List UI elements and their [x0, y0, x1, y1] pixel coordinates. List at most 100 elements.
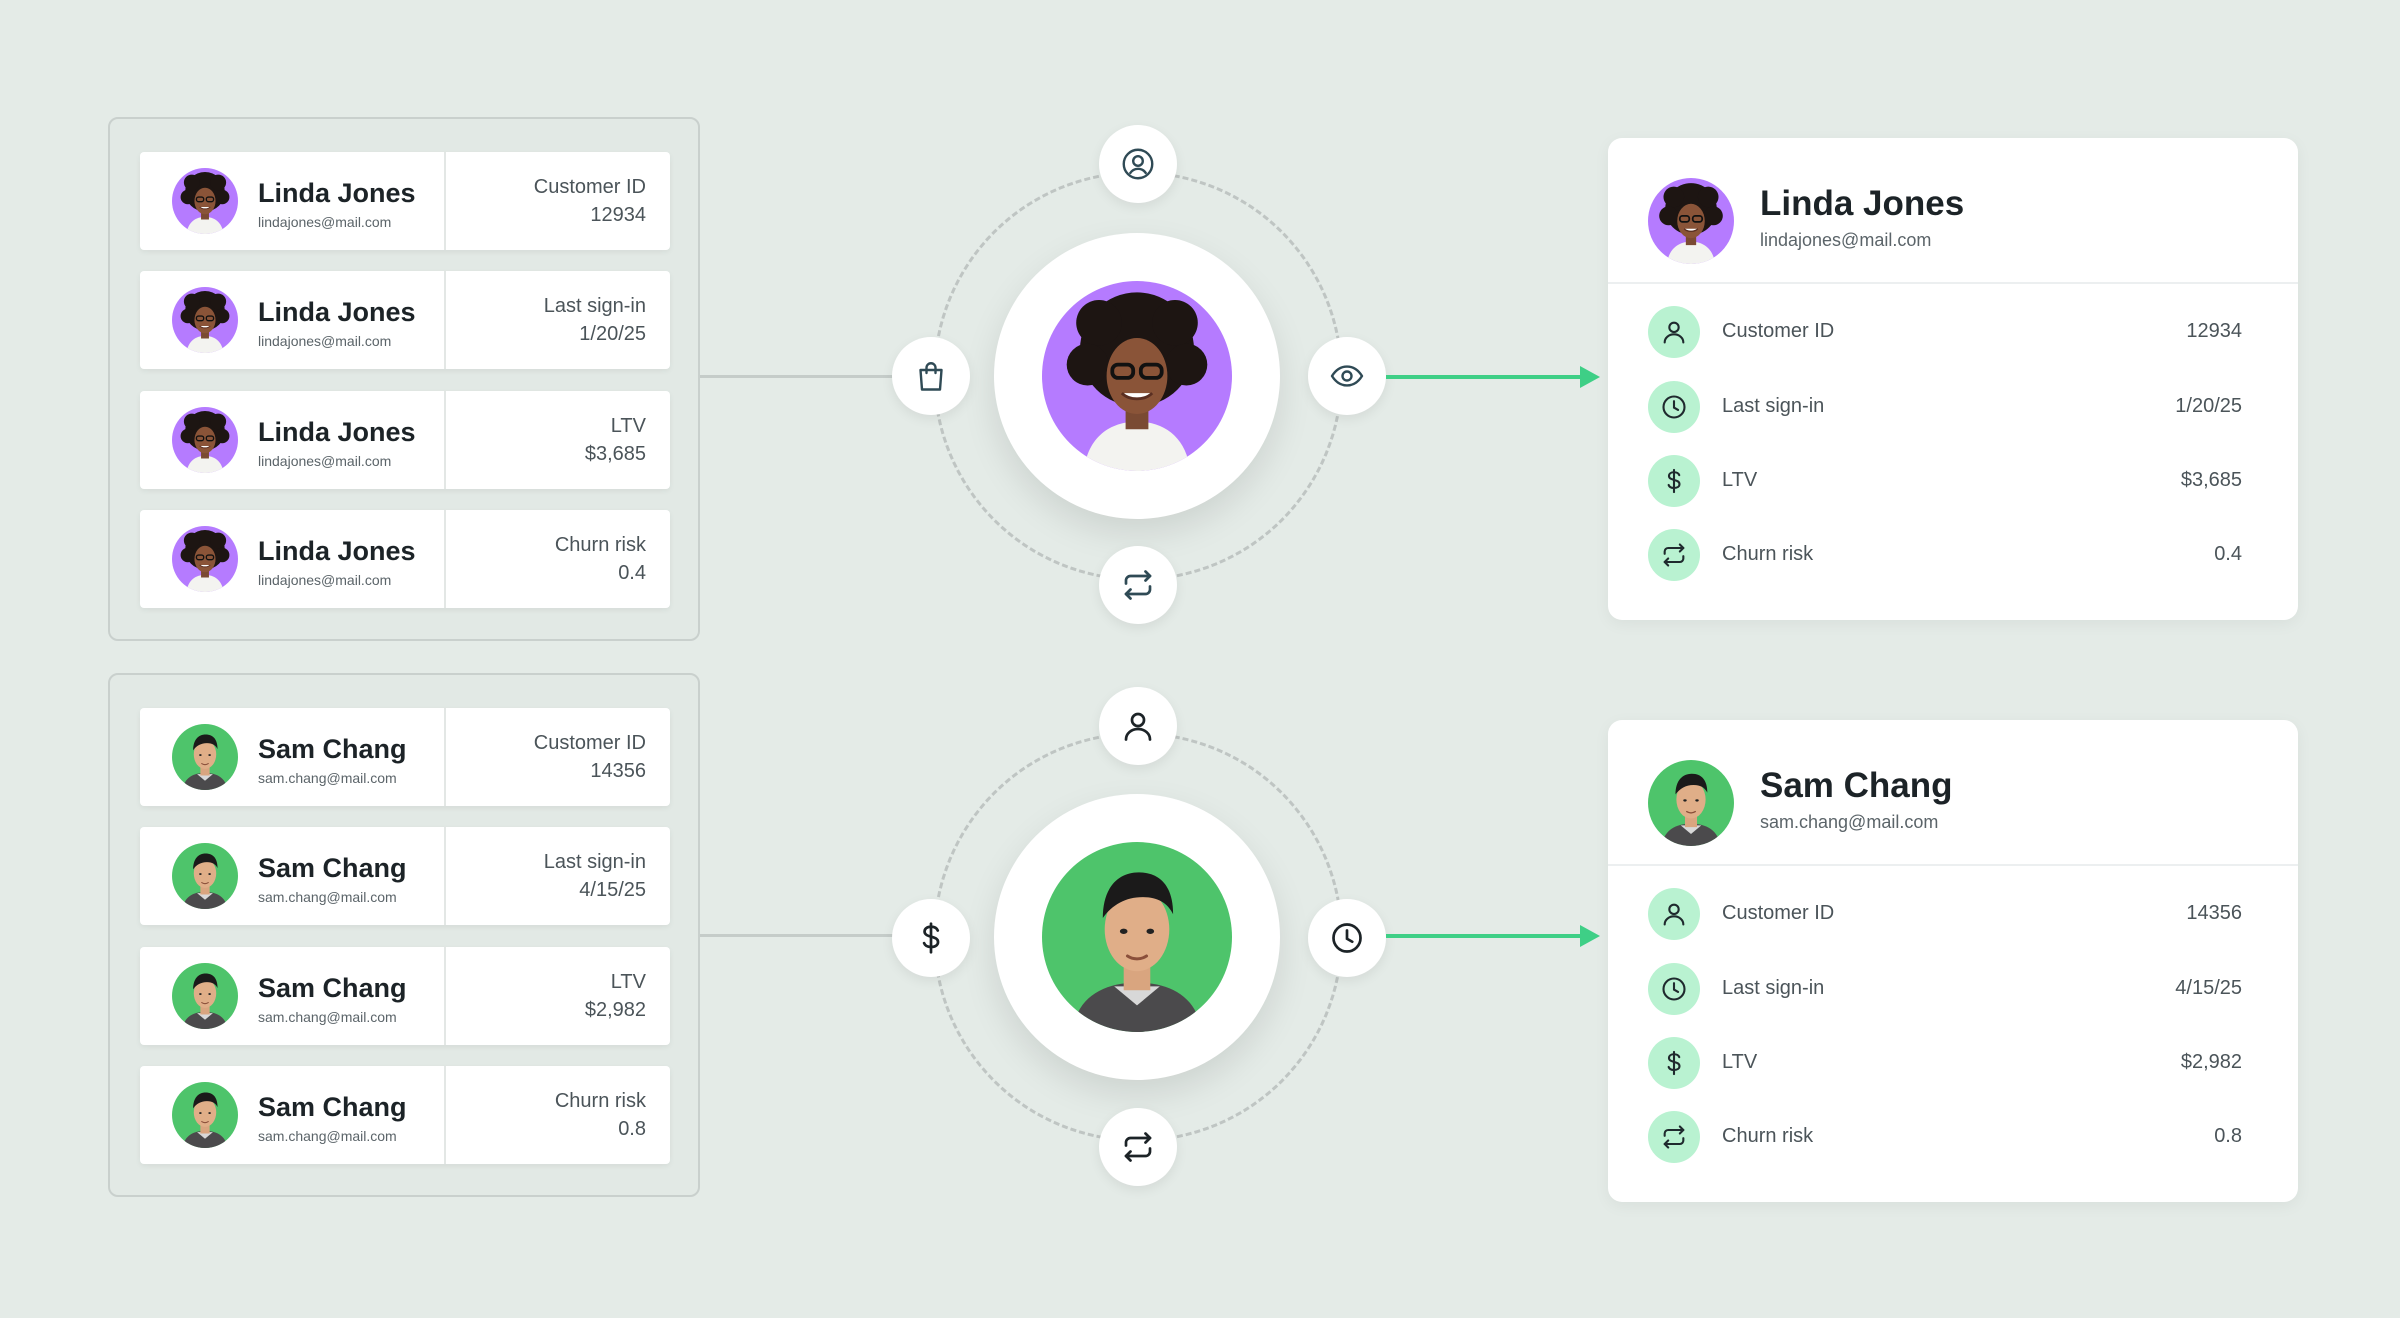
- record-identity: Linda Jones lindajones@mail.com: [140, 510, 446, 608]
- stat-value: 14356: [2186, 902, 2242, 924]
- eye-icon[interactable]: [1308, 337, 1386, 415]
- record-name: Linda Jones: [258, 417, 416, 447]
- record-label: Last sign-in: [543, 851, 646, 873]
- linda-profile-hub: [994, 233, 1280, 519]
- stat-label: Last sign-in: [1722, 977, 1825, 999]
- linda-record-churn-risk[interactable]: Linda Jones lindajones@mail.com Churn ri…: [140, 510, 670, 608]
- stat-label: LTV: [1722, 1051, 1758, 1073]
- linda-record-ltv[interactable]: Linda Jones lindajones@mail.com LTV $3,6…: [140, 391, 670, 489]
- record-value: 12934: [590, 204, 646, 226]
- record-identity: Sam Chang sam.chang@mail.com: [140, 827, 446, 925]
- record-email: lindajones@mail.com: [258, 572, 392, 588]
- stat-customer-id: Customer ID 14356: [1648, 888, 2242, 940]
- stat-customer-id: Customer ID 12934: [1648, 306, 2242, 358]
- sam-output-arrow: [1386, 925, 1600, 947]
- stat-label: Customer ID: [1722, 320, 1835, 342]
- card-email: lindajones@mail.com: [1760, 230, 1932, 250]
- sam-avatar: [1042, 842, 1232, 1032]
- stat-label: Last sign-in: [1722, 395, 1825, 417]
- stat-value: 0.8: [2214, 1125, 2242, 1147]
- record-identity: Linda Jones lindajones@mail.com: [140, 152, 446, 250]
- record-name: Linda Jones: [258, 178, 416, 208]
- record-identity: Linda Jones lindajones@mail.com: [140, 391, 446, 489]
- record-email: lindajones@mail.com: [258, 333, 392, 349]
- record-identity: Sam Chang sam.chang@mail.com: [140, 947, 446, 1045]
- stat-last-sign-in: Last sign-in 4/15/25: [1648, 963, 2242, 1015]
- card-email: sam.chang@mail.com: [1760, 812, 1939, 832]
- user-circle-icon[interactable]: [1099, 125, 1177, 203]
- avatar: [172, 843, 238, 909]
- repeat-icon[interactable]: [1099, 1108, 1177, 1186]
- repeat-icon: [1648, 1111, 1700, 1163]
- record-label: Churn risk: [554, 1090, 646, 1112]
- repeat-icon: [1648, 529, 1700, 581]
- record-identity: Sam Chang sam.chang@mail.com: [140, 708, 446, 806]
- card-divider: [1608, 282, 2298, 284]
- dollar-icon: [1648, 455, 1700, 507]
- avatar: [172, 407, 238, 473]
- card-divider: [1608, 864, 2298, 866]
- record-name: Sam Chang: [258, 1092, 407, 1122]
- record-label: Customer ID: [533, 176, 646, 198]
- record-label: Last sign-in: [543, 295, 646, 317]
- linda-record-customer-id[interactable]: Linda Jones lindajones@mail.com Customer…: [140, 152, 670, 250]
- stat-value: 12934: [2186, 320, 2242, 342]
- linda-record-group: Linda Jones lindajones@mail.com Customer…: [108, 117, 700, 641]
- stat-ltv: LTV $2,982: [1648, 1037, 2242, 1089]
- user-icon[interactable]: [1099, 687, 1177, 765]
- record-label: Churn risk: [554, 534, 646, 556]
- record-name: Sam Chang: [258, 973, 407, 1003]
- clock-icon: [1648, 963, 1700, 1015]
- linda-output-arrow: [1386, 366, 1600, 388]
- linda-connector-line: [700, 375, 894, 378]
- record-value: $2,982: [584, 999, 646, 1021]
- record-name: Sam Chang: [258, 734, 407, 764]
- card-name: Sam Chang: [1760, 766, 1953, 805]
- sam-connector-line: [700, 934, 894, 937]
- avatar: [1648, 760, 1734, 846]
- record-label: LTV: [610, 971, 646, 993]
- sam-record-churn-risk[interactable]: Sam Chang sam.chang@mail.com Churn risk …: [140, 1066, 670, 1164]
- sam-record-ltv[interactable]: Sam Chang sam.chang@mail.com LTV $2,982: [140, 947, 670, 1045]
- stat-value: $2,982: [2180, 1051, 2242, 1073]
- record-email: sam.chang@mail.com: [258, 1128, 397, 1144]
- record-email: sam.chang@mail.com: [258, 889, 397, 905]
- record-identity: Linda Jones lindajones@mail.com: [140, 271, 446, 369]
- stat-value: 4/15/25: [2175, 977, 2242, 999]
- sam-profile-card: Sam Chang sam.chang@mail.com Customer ID…: [1608, 720, 2298, 1202]
- record-name: Sam Chang: [258, 853, 407, 883]
- stat-value: 1/20/25: [2175, 395, 2242, 417]
- avatar: [1648, 178, 1734, 264]
- record-value: $3,685: [584, 443, 646, 465]
- linda-profile-card: Linda Jones lindajones@mail.com Customer…: [1608, 138, 2298, 620]
- stat-last-sign-in: Last sign-in 1/20/25: [1648, 381, 2242, 433]
- record-email: lindajones@mail.com: [258, 453, 392, 469]
- record-email: sam.chang@mail.com: [258, 1009, 397, 1025]
- stat-label: Customer ID: [1722, 902, 1835, 924]
- repeat-icon[interactable]: [1099, 546, 1177, 624]
- stat-churn-risk: Churn risk 0.8: [1648, 1111, 2242, 1163]
- record-email: lindajones@mail.com: [258, 214, 392, 230]
- card-name: Linda Jones: [1760, 184, 1965, 223]
- clock-icon[interactable]: [1308, 899, 1386, 977]
- record-name: Linda Jones: [258, 536, 416, 566]
- shopping-bag-icon[interactable]: [892, 337, 970, 415]
- record-label: LTV: [610, 415, 646, 437]
- sam-profile-hub: [994, 794, 1280, 1080]
- dollar-icon[interactable]: [892, 899, 970, 977]
- record-value: 1/20/25: [579, 323, 646, 345]
- record-label: Customer ID: [533, 732, 646, 754]
- stat-ltv: LTV $3,685: [1648, 455, 2242, 507]
- sam-record-last-sign-in[interactable]: Sam Chang sam.chang@mail.com Last sign-i…: [140, 827, 670, 925]
- user-icon: [1648, 306, 1700, 358]
- avatar: [172, 1082, 238, 1148]
- record-value: 14356: [590, 760, 646, 782]
- record-identity: Sam Chang sam.chang@mail.com: [140, 1066, 446, 1164]
- linda-record-last-sign-in[interactable]: Linda Jones lindajones@mail.com Last sig…: [140, 271, 670, 369]
- sam-record-customer-id[interactable]: Sam Chang sam.chang@mail.com Customer ID…: [140, 708, 670, 806]
- avatar: [172, 287, 238, 353]
- stat-churn-risk: Churn risk 0.4: [1648, 529, 2242, 581]
- sam-record-group: Sam Chang sam.chang@mail.com Customer ID…: [108, 673, 700, 1197]
- user-icon: [1648, 888, 1700, 940]
- avatar: [172, 168, 238, 234]
